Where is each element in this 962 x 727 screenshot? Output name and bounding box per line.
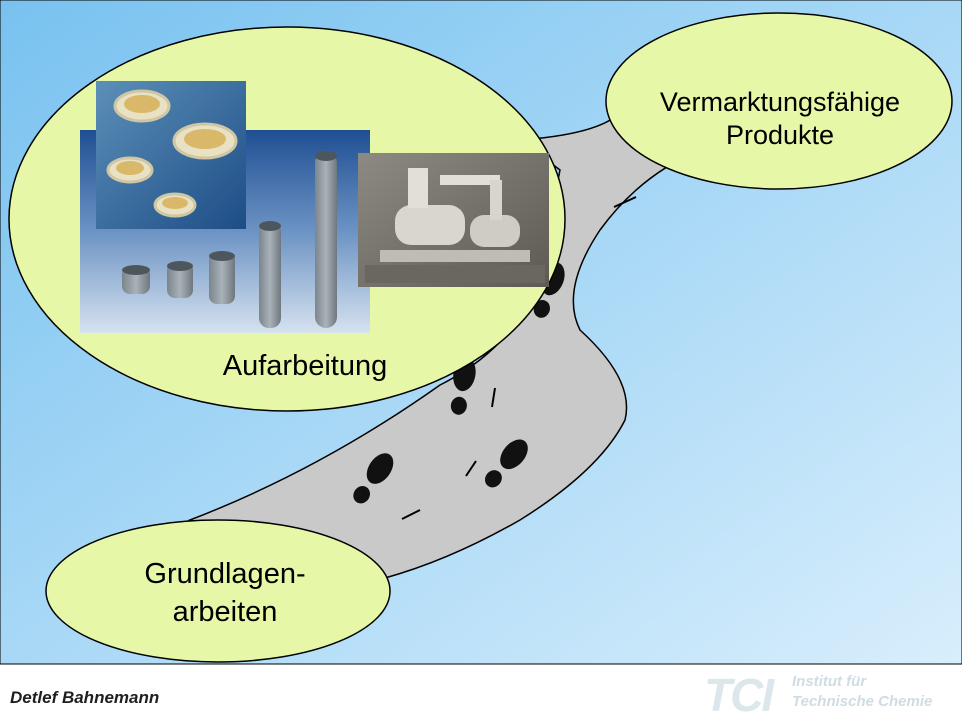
footprint-icon	[485, 439, 528, 488]
label-aufarbeitung: Aufarbeitung	[222, 350, 388, 382]
label-grundlagen-line2: arbeiten	[172, 596, 278, 628]
label-vermarktung-line1: Vermarktungsfähige	[659, 87, 901, 117]
filter-units-photo	[96, 81, 246, 229]
label-vermarktung-line2: Produkte	[725, 120, 835, 150]
footer-author: Detlef Bahnemann	[10, 688, 160, 707]
bubble-vermarktung	[605, 12, 953, 190]
industrial-plant-photo	[358, 153, 549, 287]
logo-line1: Institut für	[792, 673, 867, 690]
logo-line2: Technische Chemie	[792, 693, 933, 710]
label-grundlagen-line1: Grundlagen-	[144, 558, 306, 590]
bubble-grundlagen	[45, 519, 391, 663]
label-grundlagen: Grundlagen- arbeiten	[60, 555, 390, 631]
road-dash	[491, 387, 496, 408]
road-dash	[401, 509, 421, 520]
road-dash	[613, 196, 637, 208]
tci-logo: TCI Institut für Technische Chemie	[700, 668, 962, 722]
logo-mark: TCI	[704, 669, 774, 721]
label-vermarktung: Vermarktungsfähige Produkte	[605, 86, 955, 152]
footprint-icon	[353, 453, 394, 504]
road-dash	[465, 460, 477, 477]
